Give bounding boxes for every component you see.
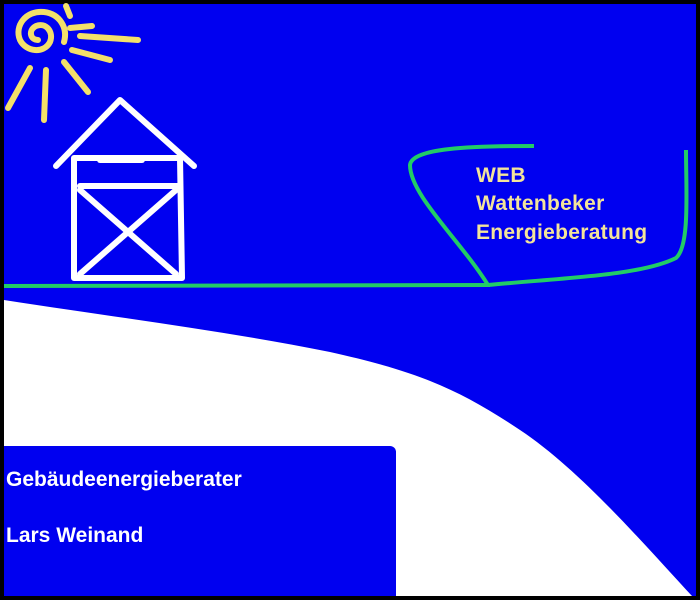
person-name: Lars Weinand [6,524,144,547]
job-title: Gebäudeenergieberater [6,468,242,491]
contact-card: Gebäudeenergieberater Lars Weinand [4,446,396,596]
speech-bubble-tail [487,149,689,287]
sun-icon [5,3,141,123]
speech-bubble-outline [407,144,535,287]
brand-abbreviation: WEB [476,164,526,187]
ground-line [3,283,491,288]
house-icon [53,97,197,281]
brand-line-2: Energieberatung [476,221,648,244]
brand-line-1: Wattenbeker [476,192,605,215]
